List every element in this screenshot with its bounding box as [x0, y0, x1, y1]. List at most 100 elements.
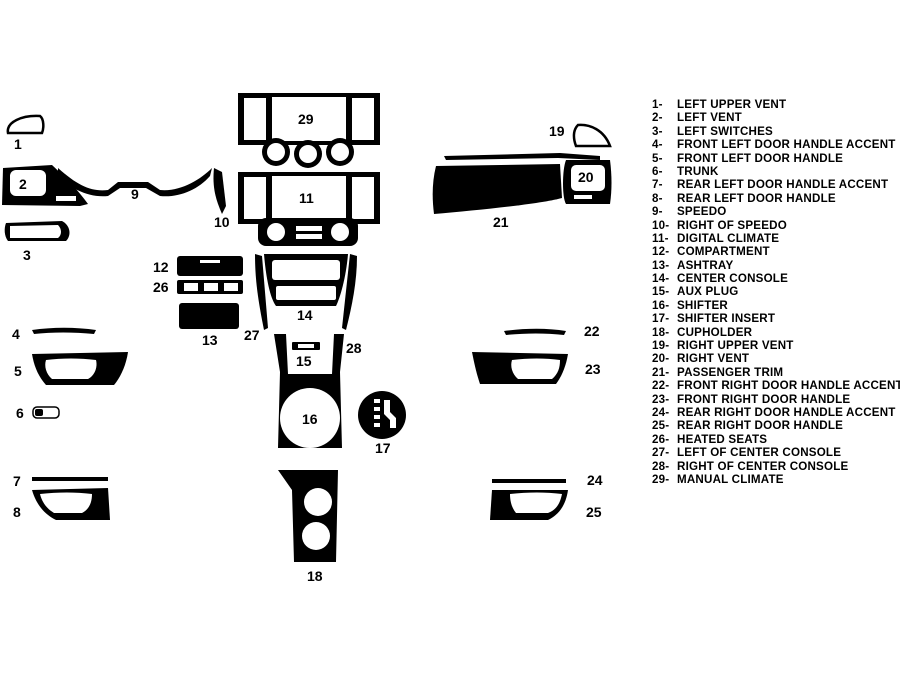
legend-item-number: 26-	[652, 432, 670, 446]
part-23-front-right-door-handle[interactable]	[472, 352, 568, 384]
legend-item: 27-LEFT OF CENTER CONSOLE	[652, 446, 900, 459]
legend-item: 4-FRONT LEFT DOOR HANDLE ACCENT	[652, 138, 900, 151]
part-12-compartment[interactable]	[177, 256, 243, 276]
part-10-right-of-speedo[interactable]	[213, 168, 226, 214]
legend-item: 28-RIGHT OF CENTER CONSOLE	[652, 460, 900, 473]
part-3-left-switches[interactable]	[4, 221, 70, 241]
callout-8: 8	[13, 504, 21, 520]
legend-item: 21-PASSENGER TRIM	[652, 366, 900, 379]
part-8-rear-left-door-handle[interactable]	[32, 488, 110, 520]
legend-item: 14- CENTER CONSOLE	[652, 272, 900, 285]
legend-item-label: FRONT RIGHT DOOR HANDLE	[677, 392, 851, 406]
part-18-cupholder[interactable]	[278, 470, 338, 562]
callout-25: 25	[586, 504, 602, 520]
legend-item-number: 29-	[652, 472, 670, 486]
legend-item: 7- REAR LEFT DOOR HANDLE ACCENT	[652, 178, 900, 191]
callout-13: 13	[202, 332, 218, 348]
legend-item: 25- REAR RIGHT DOOR HANDLE	[652, 419, 900, 432]
legend-item-label: REAR LEFT DOOR HANDLE	[677, 191, 836, 205]
legend-item-label: SHIFTER INSERT	[677, 312, 776, 326]
callout-5: 5	[14, 363, 22, 379]
part-28-right-of-center-console[interactable]	[342, 254, 357, 330]
legend-item-number: 14-	[652, 272, 670, 286]
callout-22: 22	[584, 323, 600, 339]
callout-16: 16	[302, 411, 318, 427]
callout-23: 23	[585, 361, 601, 377]
part-2-left-vent[interactable]	[2, 165, 88, 206]
legend-item-number: 21-	[652, 365, 670, 379]
legend-item: 19- RIGHT UPPER VENT	[652, 339, 900, 352]
part-7-rear-left-door-handle-accent[interactable]	[32, 477, 108, 481]
callout-11: 11	[299, 190, 314, 206]
part-26-heated-seats[interactable]	[177, 280, 243, 294]
legend-item-label: FRONT RIGHT DOOR HANDLE ACCENT	[677, 379, 900, 393]
legend-item-number: 25-	[652, 419, 670, 433]
part-11-digital-climate[interactable]	[238, 172, 380, 246]
part-9-speedo[interactable]	[58, 168, 212, 197]
legend-item: 18- CUPHOLDER	[652, 326, 900, 339]
legend-item-label: CENTER CONSOLE	[677, 272, 789, 286]
legend-item: 12-COMPARTMENT	[652, 245, 900, 258]
legend-item-number: 20-	[652, 352, 670, 366]
legend-item-number: 18-	[652, 325, 670, 339]
part-25-rear-right-door-handle[interactable]	[490, 490, 568, 520]
callout-12: 12	[153, 259, 169, 275]
legend-item: 11-DIGITAL CLIMATE	[652, 232, 900, 245]
part-15-aux-plug[interactable]	[292, 342, 320, 350]
callout-21: 21	[493, 214, 509, 230]
callout-28: 28	[346, 340, 362, 356]
part-1-left-upper-vent[interactable]	[6, 114, 45, 135]
legend-item-label: FRONT LEFT DOOR HANDLE ACCENT	[677, 138, 896, 152]
legend-item-label: REAR LEFT DOOR HANDLE ACCENT	[677, 178, 889, 192]
legend-item-label: ASHTRAY	[677, 258, 734, 272]
part-27-left-of-center-console[interactable]	[255, 254, 268, 330]
part-22-front-right-door-handle-accent[interactable]	[504, 328, 566, 335]
legend-item-label: REAR RIGHT DOOR HANDLE	[677, 419, 844, 433]
part-6-trunk[interactable]	[32, 406, 60, 419]
legend-item: 17-SHIFTER INSERT	[652, 312, 900, 325]
legend-item-label: RIGHT OF SPEEDO	[677, 218, 787, 232]
part-14-center-console[interactable]	[264, 254, 348, 306]
legend-item: 1-LEFT UPPER VENT	[652, 98, 900, 111]
legend-item-label: AUX PLUG	[677, 285, 739, 299]
legend-item-number: 9-	[652, 205, 663, 219]
part-13-ashtray[interactable]	[179, 303, 239, 329]
callout-20: 20	[578, 169, 594, 185]
legend-item-label: RIGHT UPPER VENT	[677, 339, 794, 353]
part-21-passenger-trim[interactable]	[432, 153, 600, 214]
part-19-right-upper-vent[interactable]	[572, 123, 612, 148]
callout-29: 29	[298, 111, 314, 127]
legend-item-number: 11-	[652, 231, 669, 245]
legend-item-number: 5-	[652, 151, 663, 165]
legend-item-label: CUPHOLDER	[677, 325, 753, 339]
legend-item-label: SPEEDO	[677, 205, 727, 219]
legend-item: 6-TRUNK	[652, 165, 900, 178]
callout-2: 2	[19, 176, 27, 192]
legend-item: 13-ASHTRAY	[652, 259, 900, 272]
legend-item-number: 19-	[652, 339, 670, 353]
callout-3: 3	[23, 247, 31, 263]
legend-item-label: LEFT SWITCHES	[677, 124, 773, 138]
legend-item: 22-FRONT RIGHT DOOR HANDLE ACCENT	[652, 379, 900, 392]
legend-item-number: 23-	[652, 392, 670, 406]
part-5-front-left-door-handle[interactable]	[32, 352, 128, 385]
callout-14: 14	[297, 307, 313, 323]
part-17-shifter-insert[interactable]	[358, 391, 406, 439]
legend-item: 2- LEFT VENT	[652, 111, 900, 124]
callout-17: 17	[375, 440, 391, 456]
legend-item-label: LEFT VENT	[677, 111, 742, 125]
part-29-manual-climate[interactable]	[238, 93, 380, 168]
legend-item-number: 3-	[652, 124, 663, 138]
legend-item-number: 27-	[652, 446, 670, 460]
legend-item-number: 15-	[652, 285, 670, 299]
part-20-right-vent[interactable]	[563, 160, 612, 204]
legend-item: 5-FRONT LEFT DOOR HANDLE	[652, 152, 900, 165]
part-4-front-left-door-handle-accent[interactable]	[32, 327, 96, 334]
part-24-rear-right-door-handle-accent[interactable]	[492, 479, 566, 483]
callout-26: 26	[153, 279, 169, 295]
legend-item-label: LEFT UPPER VENT	[677, 98, 787, 111]
legend-item-number: 7-	[652, 178, 663, 192]
legend-item-number: 2-	[652, 111, 663, 125]
part-16-shifter[interactable]	[274, 334, 344, 448]
